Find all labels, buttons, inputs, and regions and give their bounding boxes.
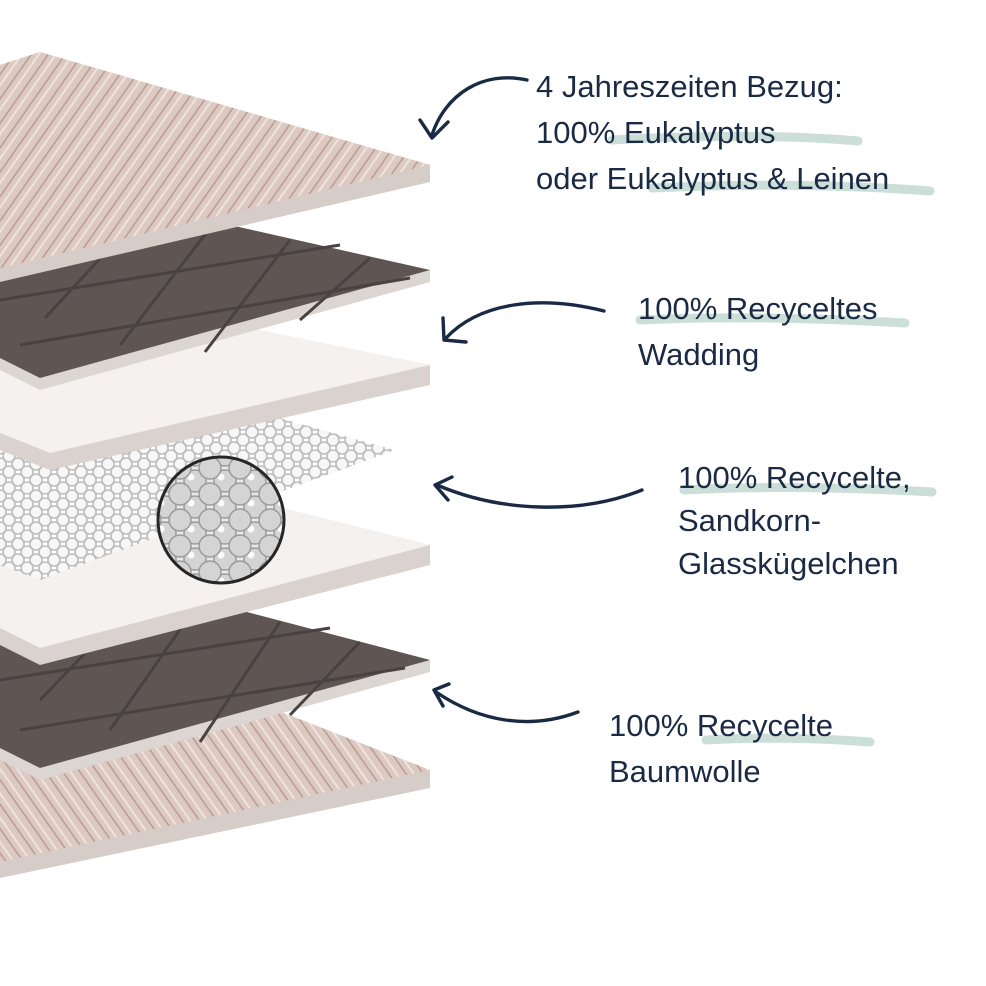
label-glass-beads-line-3: Glasskügelchen xyxy=(678,546,899,581)
label-cover-line-3: oder Eukalyptus & Leinen xyxy=(536,161,890,196)
layer-top-fabric xyxy=(0,52,430,282)
curved-arrow-icon xyxy=(441,301,606,344)
curved-arrow-icon xyxy=(432,682,580,724)
label-glass-beads-line-2: Sandkorn- xyxy=(678,503,822,538)
label-wadding: 100% Recyceltes Wadding xyxy=(638,286,878,378)
label-cover: 4 Jahreszeiten Bezug: 100% Eukalyptus od… xyxy=(536,64,889,202)
label-cover-line-1: 4 Jahreszeiten Bezug: xyxy=(536,69,843,104)
curved-arrow-icon xyxy=(433,475,644,509)
label-cover-line-2: 100% Eukalyptus xyxy=(536,115,776,150)
layer-quilted-top xyxy=(0,225,430,390)
glass-bead-magnifier-icon xyxy=(156,455,286,585)
label-glass-beads-line-1: 100% Recycelte, xyxy=(678,460,911,495)
text-highlights xyxy=(607,131,937,747)
label-wadding-line-2: Wadding xyxy=(638,337,760,372)
label-cotton: 100% Recycelte Baumwolle xyxy=(609,703,833,795)
label-wadding-line-1: 100% Recyceltes xyxy=(638,291,878,326)
curved-arrow-icon xyxy=(418,76,529,140)
label-cotton-line-2: Baumwolle xyxy=(609,754,761,789)
label-glass-beads: 100% Recycelte, Sandkorn- Glasskügelchen xyxy=(678,456,911,585)
label-cotton-line-1: 100% Recycelte xyxy=(609,708,834,743)
